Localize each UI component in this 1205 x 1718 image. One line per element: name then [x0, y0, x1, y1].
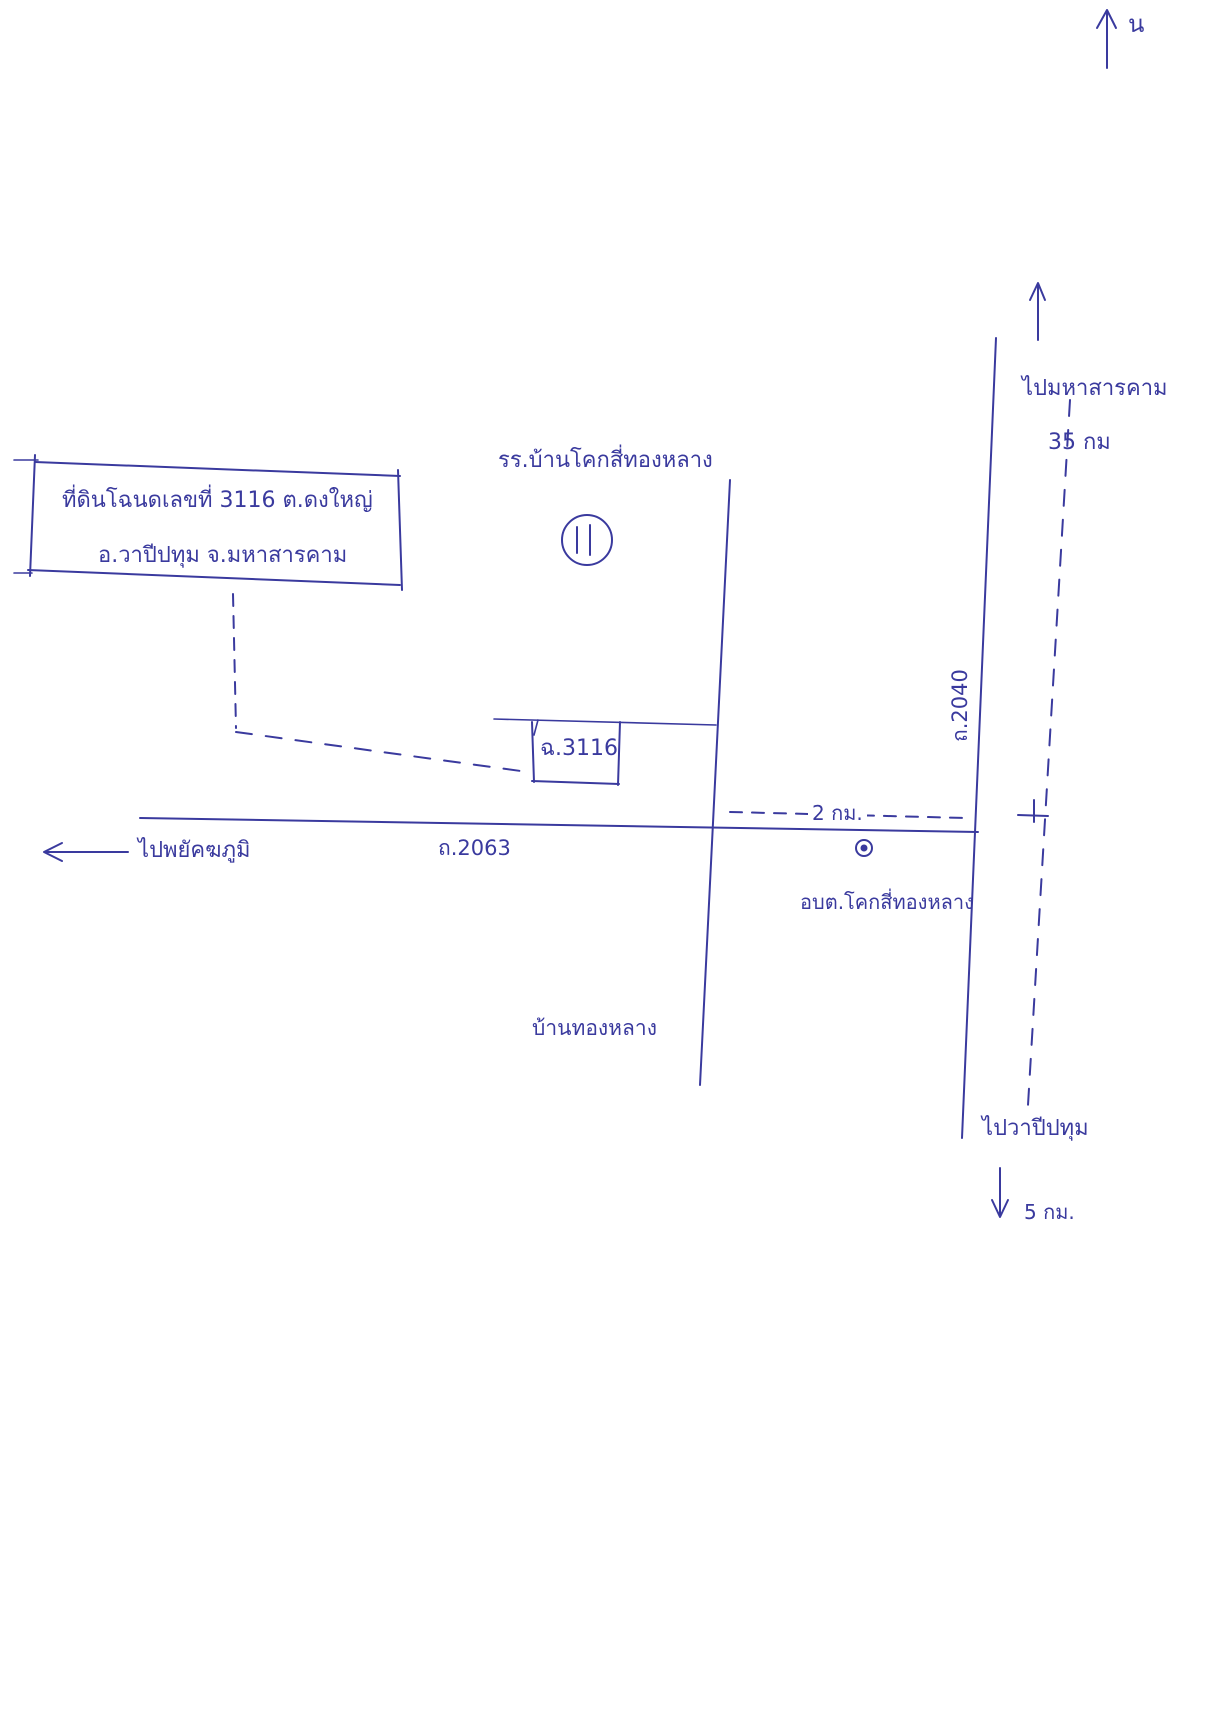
to-north-distance: 35 กม [1048, 430, 1111, 455]
title-box-line2: อ.วาปีปทุม จ.มหาสารคาม [98, 543, 348, 568]
office-label: อบต.โคกสี่ทองหลาง [800, 890, 974, 914]
to-south-label: ไปวาปีปทุม [982, 1116, 1089, 1141]
road-2040 [961, 337, 997, 1139]
road-2063-label: ถ.2063 [438, 836, 511, 860]
dashed-distance-ns [1017, 399, 1071, 1106]
village-label: บ้านทองหลาง [532, 1016, 657, 1040]
title-box-line1: ที่ดินโฉนดเลขที่ 3116 ต.ดงใหญ่ [62, 488, 373, 513]
to-south-distance: 5 กม. [1024, 1200, 1075, 1224]
arrow-north-icon [1029, 282, 1046, 341]
distance-2km-label: 2 กม. [808, 803, 867, 823]
parcel-box [493, 718, 717, 786]
parcel-label: ฉ.3116 [540, 736, 618, 761]
school-label: รร.บ้านโคกสี่ทองหลาง [498, 448, 713, 473]
road-2063 [139, 817, 979, 833]
road-2040-label: ถ.2040 [948, 669, 972, 742]
arrow-west-icon [43, 842, 129, 862]
title-box-frame [13, 454, 403, 591]
to-north-label: ไปมหาสารคาม [1022, 376, 1168, 401]
arrow-south-icon [991, 1167, 1009, 1218]
leader-line [232, 593, 529, 773]
local-road [699, 479, 731, 1086]
office-symbol-icon [855, 839, 873, 857]
north-label: น [1128, 10, 1144, 38]
to-west-label: ไปพยัคฆภูมิ [138, 838, 251, 863]
north-arrow-icon [1096, 9, 1117, 69]
school-symbol-icon [561, 514, 613, 566]
